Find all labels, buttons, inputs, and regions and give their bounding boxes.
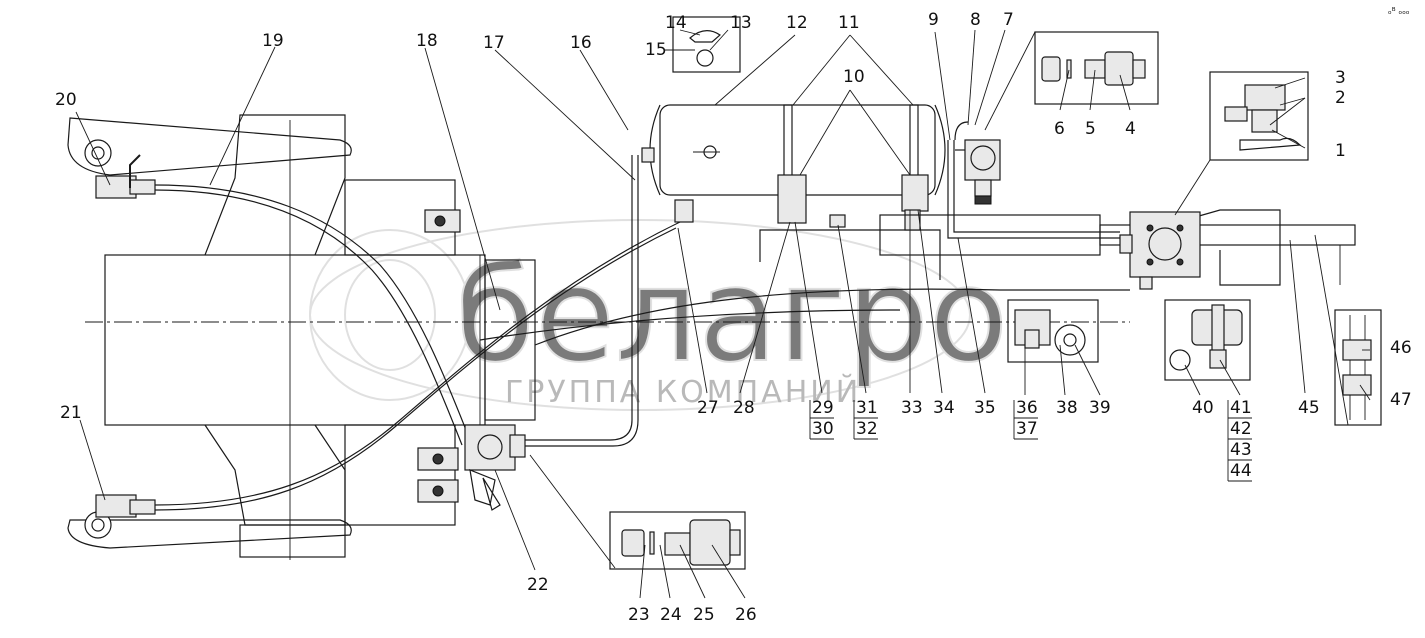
callout-11: 11 [838, 13, 860, 33]
watermark-logo-text: белагро [455, 239, 1008, 391]
callout-38: 38 [1056, 398, 1078, 418]
callout-35: 35 [974, 398, 996, 418]
callout-29: 29 [812, 398, 834, 418]
upper-lift-arm [67, 117, 352, 199]
callout-19: 19 [262, 31, 284, 51]
watermark-tagline: ГРУППА КОМПАНИЙ [505, 374, 861, 410]
frame-rail [879, 209, 1356, 286]
callout-30: 30 [812, 419, 834, 439]
detail-inset-46-47 [1334, 309, 1382, 426]
callout-39: 39 [1089, 398, 1111, 418]
detail-inset-40-44 [1164, 299, 1251, 381]
callout-14: 14 [665, 13, 687, 33]
callout-32: 32 [856, 419, 878, 439]
frame-curve [534, 288, 1130, 346]
callout-16: 16 [570, 33, 592, 53]
callout-33: 33 [901, 398, 923, 418]
callout-41: 41 [1230, 398, 1252, 418]
detail-inset-23-26 [609, 511, 746, 570]
callout-21: 21 [60, 403, 82, 423]
frame-curve-lower [479, 309, 901, 341]
callout-3: 3 [1335, 68, 1346, 88]
callout-44: 44 [1230, 461, 1252, 481]
callout-46: 46 [1390, 338, 1412, 358]
callout-28: 28 [733, 398, 755, 418]
pipe-35 [947, 140, 1120, 239]
callout-15: 15 [645, 40, 667, 60]
leader-lines [75, 29, 1371, 599]
callout-43: 43 [1230, 440, 1252, 460]
detail-inset-1-3 [1209, 71, 1309, 161]
watermark-logo: белагро [309, 219, 1009, 411]
corner-mark: ₒᴮ ₒₒₒ [1388, 7, 1410, 17]
callout-5: 5 [1085, 119, 1096, 139]
detail-inset-36-39 [1007, 299, 1099, 363]
callout-2: 2 [1335, 88, 1346, 108]
callout-24: 24 [660, 605, 682, 625]
callout-23: 23 [628, 605, 650, 625]
pipe-35b [953, 140, 1120, 233]
callout-31: 31 [856, 398, 878, 418]
lower-lift-arm [67, 494, 352, 549]
air-hoses [154, 155, 681, 511]
brake-valve-22 [464, 424, 526, 511]
callout-40: 40 [1192, 398, 1214, 418]
callout-12: 12 [786, 13, 808, 33]
callout-8: 8 [970, 10, 981, 30]
callout-4: 4 [1125, 119, 1136, 139]
callout-42: 42 [1230, 419, 1252, 439]
pressure-regulator-8 [954, 121, 1001, 205]
callout-26: 26 [735, 605, 757, 625]
callout-25: 25 [693, 605, 715, 625]
callout-34: 34 [933, 398, 955, 418]
detail-inset-4-6 [1034, 31, 1159, 105]
callout-17: 17 [483, 33, 505, 53]
air-receiver-12 [641, 104, 946, 224]
callout-18: 18 [416, 31, 438, 51]
callout-6: 6 [1054, 119, 1065, 139]
callout-36: 36 [1016, 398, 1038, 418]
frame-brackets [417, 209, 461, 503]
callout-47: 47 [1390, 390, 1412, 410]
callout-numbers: 3 2 1 4 5 6 7 8 9 10 11 12 13 14 15 16 1… [55, 10, 1412, 625]
detail-inset-13-15 [672, 16, 741, 73]
callout-7: 7 [1003, 10, 1014, 30]
callout-1: 1 [1335, 141, 1346, 161]
callout-37: 37 [1016, 419, 1038, 439]
brake-valve-main [1119, 211, 1201, 290]
callout-9: 9 [928, 10, 939, 30]
callout-10: 10 [843, 67, 865, 87]
callout-27: 27 [697, 398, 719, 418]
callout-20: 20 [55, 90, 77, 110]
callout-45: 45 [1298, 398, 1320, 418]
callout-13: 13 [730, 13, 752, 33]
callout-22: 22 [527, 575, 549, 595]
